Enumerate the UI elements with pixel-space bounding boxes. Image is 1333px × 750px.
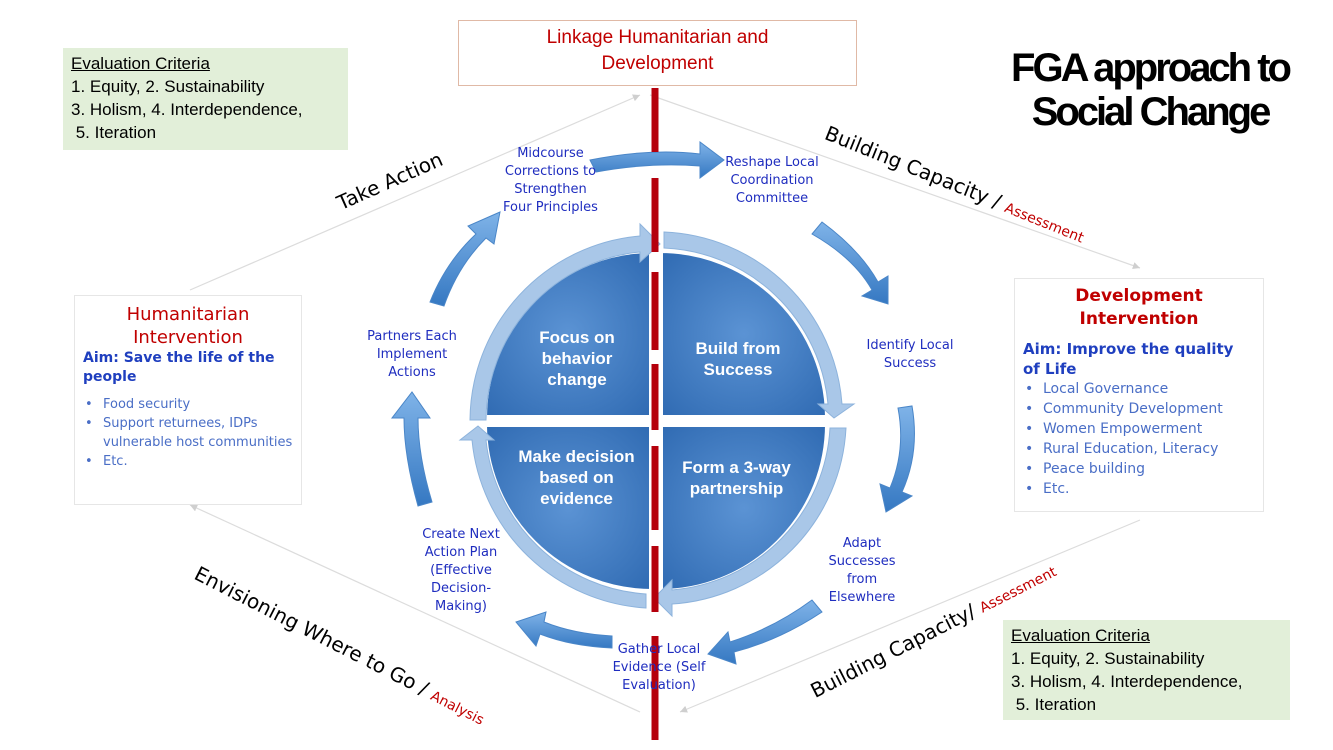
quad-line: change — [547, 370, 607, 389]
panel-title-line: Humanitarian — [126, 304, 250, 325]
hexagon-outline — [189, 94, 1141, 713]
step-gather: Gather Local Evidence (Self Evaluation) — [604, 641, 714, 695]
quadrant-label-build: Build from Success — [668, 338, 808, 380]
quadrant-label-partnership: Form a 3-way partnership — [664, 457, 809, 499]
criteria-line-1: 1. Equity, 2. Sustainability — [71, 77, 265, 96]
step-line: Reshape Local — [725, 155, 819, 170]
step-line: Midcourse — [517, 146, 584, 161]
step-line: Elsewhere — [828, 590, 896, 605]
arrow-left — [390, 391, 433, 507]
step-line: Adapt — [842, 536, 882, 551]
arrow-upper-right — [811, 221, 889, 305]
list-item: Local Governance — [1025, 379, 1263, 399]
arrow-upper-left — [429, 211, 501, 307]
criteria-line-2: 3. Holism, 4. Interdependence, — [71, 100, 303, 119]
step-line: Successes — [828, 554, 896, 569]
quad-line: Success — [703, 360, 773, 379]
criteria-heading: Evaluation Criteria — [1011, 626, 1150, 645]
step-line: Gather Local — [617, 642, 701, 657]
quad-line: Focus on — [539, 328, 615, 347]
criteria-line-1: 1. Equity, 2. Sustainability — [1011, 649, 1205, 668]
list-item: Community Development — [1025, 399, 1263, 419]
quadrant-label-decision: Make decision based on evidence — [504, 446, 649, 509]
step-identify: Identify Local Success — [854, 337, 966, 373]
quadrant-build — [657, 246, 832, 421]
criteria-line-3: 5. Iteration — [71, 123, 157, 142]
step-line: Implement — [376, 347, 448, 362]
development-title: Development Intervention — [1015, 285, 1263, 331]
arrow-lower-right — [707, 599, 823, 665]
development-aim: Aim: Improve the quality of Life — [1023, 340, 1234, 378]
step-line: Identify Local — [866, 338, 954, 353]
linkage-box: Linkage Humanitarian and Development — [458, 20, 857, 86]
step-line: Evidence (Self — [612, 660, 706, 675]
step-line: Four Principles — [503, 200, 598, 215]
list-item: Peace building — [1025, 459, 1263, 479]
humanitarian-aim: Aim: Save the life of the people — [83, 350, 275, 385]
criteria-line-2: 3. Holism, 4. Interdependence, — [1011, 672, 1243, 691]
step-line: Success — [883, 356, 937, 371]
linkage-line-1: Linkage Humanitarian and — [546, 27, 769, 48]
inner-arrows — [458, 222, 856, 618]
step-line: Corrections to — [504, 164, 597, 179]
list-item: Women Empowerment — [1025, 419, 1263, 439]
step-create: Create Next Action Plan (Effective Decis… — [410, 526, 512, 616]
humanitarian-list: Food security Support returnees, IDPs vu… — [75, 395, 301, 471]
quad-line: evidence — [540, 489, 613, 508]
step-line: Action Plan — [424, 545, 498, 560]
step-line: Create Next — [422, 527, 500, 542]
list-item: Food security — [85, 395, 301, 414]
panel-title-line: Intervention — [133, 327, 243, 348]
linkage-line-2: Development — [601, 53, 714, 74]
list-item: Etc. — [1025, 479, 1263, 499]
step-line: Making) — [435, 599, 487, 614]
page-title-line-2: Social Change — [1031, 90, 1272, 134]
page-title-line-1: FGA approach to — [1011, 46, 1292, 90]
quad-line: based on — [539, 468, 614, 487]
step-line: Coordination — [730, 173, 814, 188]
step-partners: Partners Each Implement Actions — [356, 328, 468, 382]
outer-arrows — [390, 141, 915, 665]
criteria-heading: Evaluation Criteria — [71, 54, 210, 73]
step-reshape: Reshape Local Coordination Committee — [712, 154, 832, 208]
quad-line: partnership — [689, 479, 784, 498]
evaluation-criteria-bottom: Evaluation Criteria 1. Equity, 2. Sustai… — [1003, 620, 1290, 720]
step-line: (Effective — [430, 563, 492, 578]
step-line: Actions — [388, 365, 436, 380]
step-line: Partners Each — [367, 329, 457, 344]
quad-line: Build from — [695, 339, 781, 358]
development-panel: Development Intervention Aim: Improve th… — [1014, 278, 1264, 512]
arrow-top — [589, 141, 725, 179]
page-title: FGA approach to Social Change — [1000, 46, 1300, 134]
list-item: Rural Education, Literacy — [1025, 439, 1263, 459]
step-line: Evaluation) — [622, 678, 696, 693]
quad-line: Form a 3-way — [682, 458, 791, 477]
evaluation-criteria-top: Evaluation Criteria 1. Equity, 2. Sustai… — [63, 48, 348, 150]
list-item: Etc. — [85, 452, 301, 471]
humanitarian-panel: Humanitarian Intervention Aim: Save the … — [74, 295, 302, 505]
list-item: Support returnees, IDPs vulnerable host … — [85, 414, 301, 452]
development-list: Local Governance Community Development W… — [1015, 379, 1263, 499]
panel-title-line: Development — [1075, 286, 1203, 306]
step-line: from — [846, 572, 878, 587]
criteria-line-3: 5. Iteration — [1011, 695, 1097, 714]
quad-line: behavior — [541, 349, 613, 368]
quadrant-label-focus: Focus on behavior change — [512, 327, 642, 390]
step-line: Decision- — [430, 581, 492, 596]
arrow-bottom — [515, 611, 613, 649]
step-line: Strengthen — [514, 182, 587, 197]
step-line: Committee — [735, 191, 809, 206]
arrow-right — [879, 405, 915, 513]
quadrant-partnership — [657, 421, 832, 596]
panel-title-line: Intervention — [1079, 309, 1199, 329]
quad-line: Make decision — [518, 447, 635, 466]
humanitarian-title: Humanitarian Intervention — [75, 303, 301, 349]
step-midcourse: Midcourse Corrections to Strengthen Four… — [488, 145, 613, 217]
step-adapt: Adapt Successes from Elsewhere — [816, 535, 908, 607]
